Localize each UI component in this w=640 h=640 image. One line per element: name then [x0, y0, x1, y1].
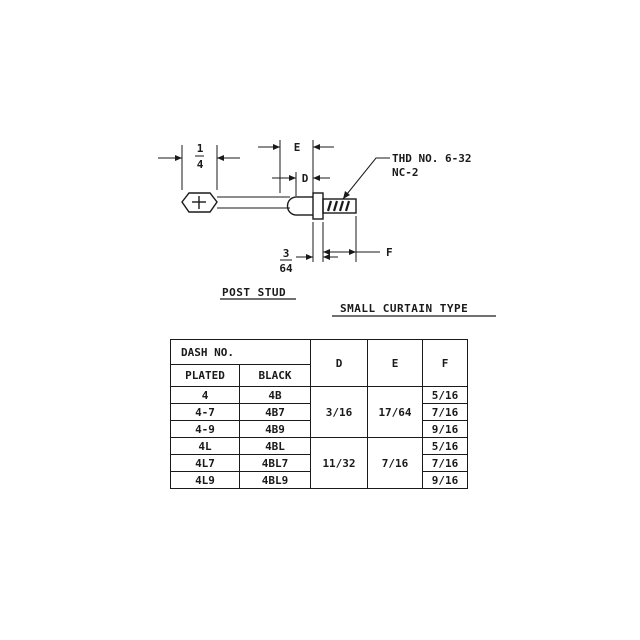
- dim-f-label: F: [386, 246, 393, 259]
- black-cell: 4BL: [239, 437, 311, 455]
- plated-cell: 4: [170, 386, 240, 404]
- table-row: 4L7 4BL7 7/16: [170, 454, 468, 472]
- ball-end: [286, 196, 299, 216]
- plated-cell: 4-9: [170, 420, 240, 438]
- thread-marks: [326, 200, 351, 212]
- dash-number-table: DASH NO. D E F PLATED BLACK 4 4B 3/16 17…: [170, 339, 468, 489]
- f-cell: 7/16: [422, 454, 468, 472]
- dim-3-64-num: 3: [283, 247, 290, 260]
- thread-leader: [342, 157, 390, 200]
- caption-small-curtain-type: SMALL CURTAIN TYPE: [340, 302, 468, 315]
- dim-d-label: D: [302, 172, 309, 185]
- dim-e-label: E: [294, 141, 301, 154]
- e-cell-group-2: 7/16: [367, 437, 423, 489]
- collar: [312, 192, 324, 220]
- threaded-shank: [322, 198, 357, 214]
- table-row: 4L9 4BL9 9/16: [170, 471, 468, 489]
- dim-quarter-num: 1: [197, 142, 204, 155]
- e-cell-group-1: 17/64: [367, 386, 423, 438]
- d-cell-group-1: 3/16: [310, 386, 368, 438]
- col-black-header: BLACK: [239, 364, 311, 387]
- caption-post-stud: POST STUD: [222, 286, 286, 299]
- plated-cell: 4L: [170, 437, 240, 455]
- table-row: 4 4B 3/16 17/64 5/16: [170, 386, 468, 438]
- dash-no-header: DASH NO.: [170, 339, 311, 365]
- table-row: 4L 4BL 11/32 7/16 5/16: [170, 437, 468, 489]
- f-cell: 9/16: [422, 420, 468, 438]
- f-cell: 5/16: [422, 437, 468, 455]
- plated-cell: 4L9: [170, 471, 240, 489]
- dim-quarter-den: 4: [197, 158, 204, 171]
- thread-spec-line1: THD NO. 6-32: [392, 152, 471, 165]
- plated-cell: 4L7: [170, 454, 240, 472]
- d-cell-group-2: 11/32: [310, 437, 368, 489]
- black-cell: 4BL9: [239, 471, 311, 489]
- black-cell: 4B9: [239, 420, 311, 438]
- col-e-header: E: [367, 339, 423, 387]
- black-cell: 4B7: [239, 403, 311, 421]
- black-cell: 4B: [239, 386, 311, 404]
- thread-spec-line2: NC-2: [392, 166, 419, 179]
- dim-3-64-den: 64: [279, 262, 293, 275]
- f-cell: 7/16: [422, 403, 468, 421]
- col-plated-header: PLATED: [170, 364, 240, 387]
- black-cell: 4BL7: [239, 454, 311, 472]
- col-d-header: D: [310, 339, 368, 387]
- plated-cell: 4-7: [170, 403, 240, 421]
- f-cell: 9/16: [422, 471, 468, 489]
- col-f-header: F: [422, 339, 468, 387]
- f-cell: 5/16: [422, 386, 468, 404]
- hex-head: [181, 192, 218, 213]
